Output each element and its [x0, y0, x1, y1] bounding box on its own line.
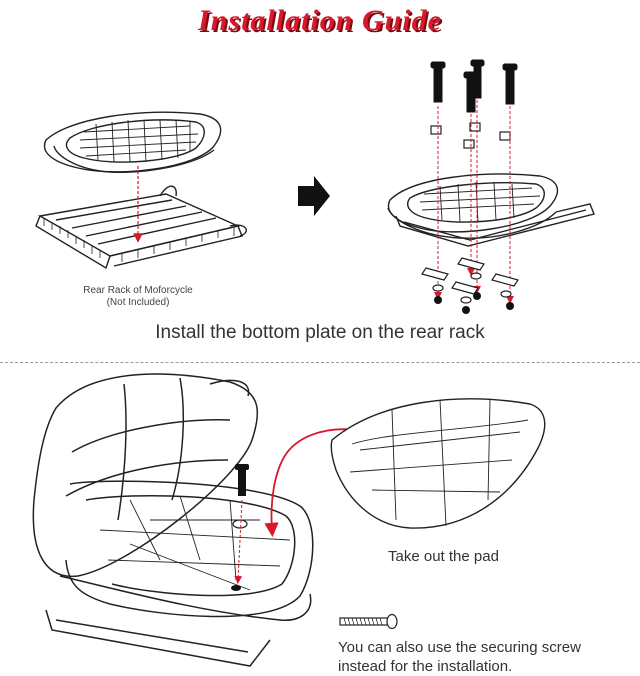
pad-caption: Take out the pad — [388, 548, 499, 565]
page-title: Installation Guide — [198, 4, 442, 37]
screw-in-box-illustration — [231, 464, 249, 591]
lock-nuts-illustration — [434, 292, 514, 314]
washers-illustration — [421, 257, 519, 304]
nuts-illustration — [430, 122, 511, 149]
bottom-plate-illustration — [43, 111, 222, 173]
top-case-illustration — [32, 373, 314, 667]
rack-caption-line1: Rear Rack of Moforcycle — [83, 285, 193, 296]
step1-caption: Install the bottom plate on the rear rac… — [155, 322, 485, 343]
section-divider — [0, 362, 640, 363]
screw-caption-line2: instead for the installation. — [338, 658, 513, 675]
rack-caption: Rear Rack of Moforcycle (Not Included) — [58, 285, 218, 309]
screw-caption-line1: You can also use the securing screw — [338, 639, 581, 656]
pad-illustration — [330, 398, 546, 529]
securing-screw-illustration — [339, 613, 398, 630]
install-dashed-red-lines — [434, 100, 514, 304]
bolts-illustration — [430, 59, 518, 113]
rack-caption-line2: (Not Included) — [106, 297, 170, 308]
next-step-arrow-icon — [298, 176, 330, 216]
assembled-plate-illustration — [387, 173, 595, 247]
screw-caption: You can also use the securing screw inst… — [338, 638, 581, 676]
rear-rack-illustration — [35, 185, 248, 270]
